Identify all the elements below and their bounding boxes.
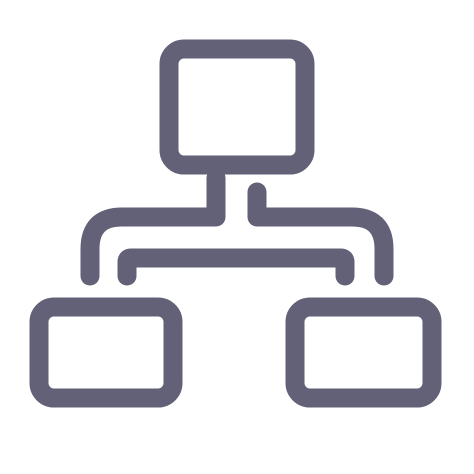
- top-node-box: [159, 39, 315, 175]
- inner-bracket-connector: [117, 248, 355, 286]
- right-outer-connector: [247, 182, 394, 286]
- left-outer-connector: [80, 168, 226, 286]
- left-node-box: [29, 297, 183, 408]
- right-node-box: [285, 297, 442, 408]
